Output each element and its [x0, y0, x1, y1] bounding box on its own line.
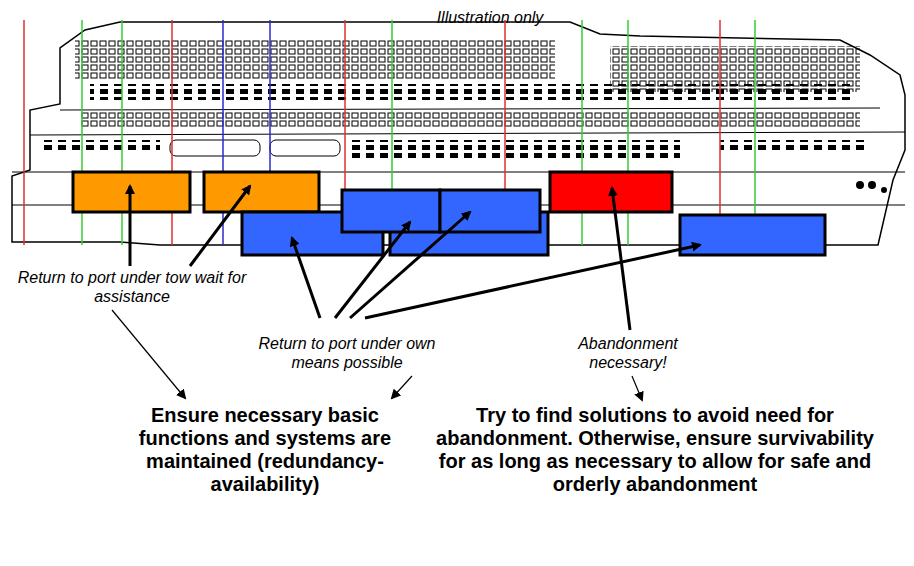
guidance-text: Try to find solutions to avoid need for …: [435, 404, 875, 496]
outcome-label: Return to port under tow wait for assist…: [12, 268, 252, 306]
outcome-label: Return to port under own means possible: [242, 334, 452, 372]
guidance-text: Ensure necessary basic functions and sys…: [120, 404, 410, 496]
outcome-label: Abandonment necessary!: [563, 334, 693, 372]
note-label: Illustration only: [390, 8, 590, 27]
